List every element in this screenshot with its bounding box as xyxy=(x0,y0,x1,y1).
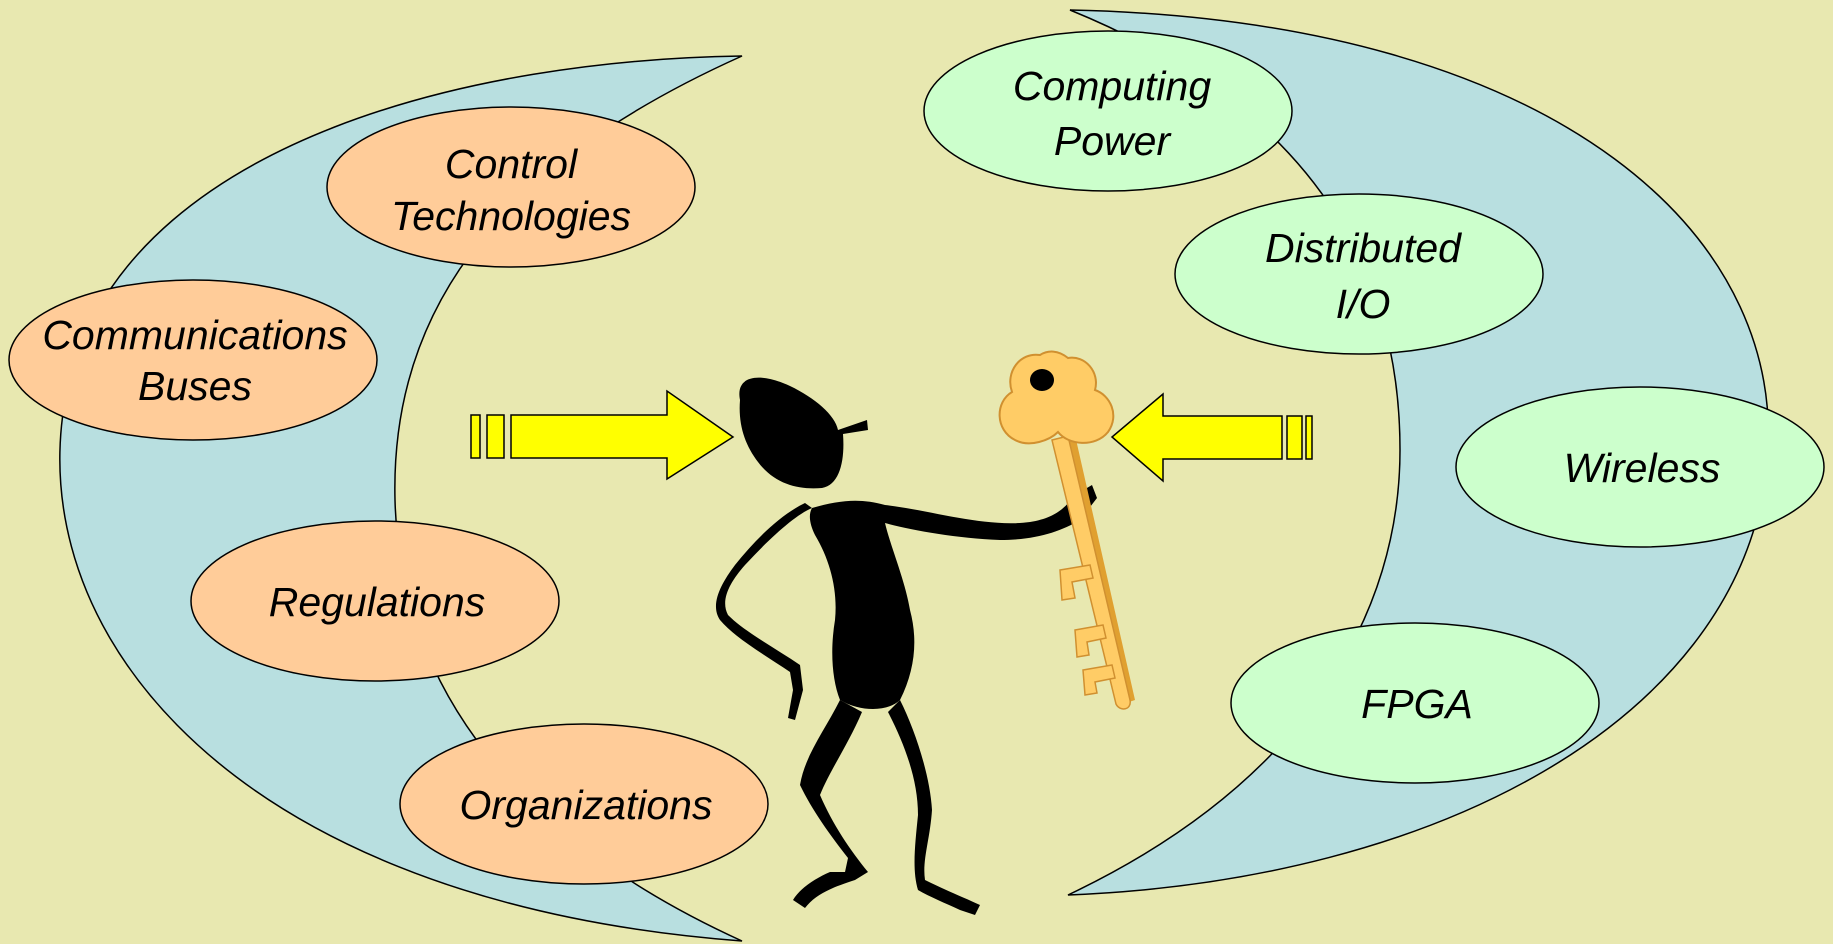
item-label-line2: Technologies xyxy=(391,193,631,239)
item-label-line2: Buses xyxy=(138,363,252,409)
item-label: FPGA xyxy=(1361,681,1473,727)
left-ellipse-control-technologies: Control Technologies xyxy=(326,106,696,268)
person-silhouette-icon xyxy=(715,377,1097,915)
ellipse-shape xyxy=(923,30,1293,192)
left-ellipse-communications-buses: Communications Buses xyxy=(8,279,378,441)
key-icon xyxy=(998,350,1135,710)
item-label-line1: Computing xyxy=(1013,63,1211,109)
left-pointing-arrow-icon xyxy=(1110,392,1313,483)
ellipse-shape xyxy=(1455,386,1825,548)
item-label-line1: Communications xyxy=(42,312,347,358)
ellipse-shape xyxy=(399,723,769,885)
ellipse-shape xyxy=(8,279,378,441)
right-ellipse-computing-power: Computing Power xyxy=(923,30,1293,192)
ellipse-shape xyxy=(1174,193,1544,355)
right-pointing-arrow-icon xyxy=(470,389,735,481)
left-crescent xyxy=(59,55,743,942)
right-ellipse-wireless: Wireless xyxy=(1455,386,1825,548)
item-label: Wireless xyxy=(1564,445,1721,491)
ellipse-shape xyxy=(1230,622,1600,784)
item-label: Regulations xyxy=(269,579,486,625)
item-label-line2: I/O xyxy=(1336,281,1391,327)
item-label: Organizations xyxy=(460,782,713,828)
item-label-line2: Power xyxy=(1054,118,1173,164)
right-ellipse-distributed-io: Distributed I/O xyxy=(1174,193,1544,355)
ellipse-shape xyxy=(190,520,560,682)
item-label-line1: Distributed xyxy=(1265,225,1462,271)
left-ellipse-regulations: Regulations xyxy=(190,520,560,682)
right-ellipse-fpga: FPGA xyxy=(1230,622,1600,784)
left-ellipse-organizations: Organizations xyxy=(399,723,769,885)
item-label-line1: Control xyxy=(445,141,579,187)
ellipse-shape xyxy=(326,106,696,268)
